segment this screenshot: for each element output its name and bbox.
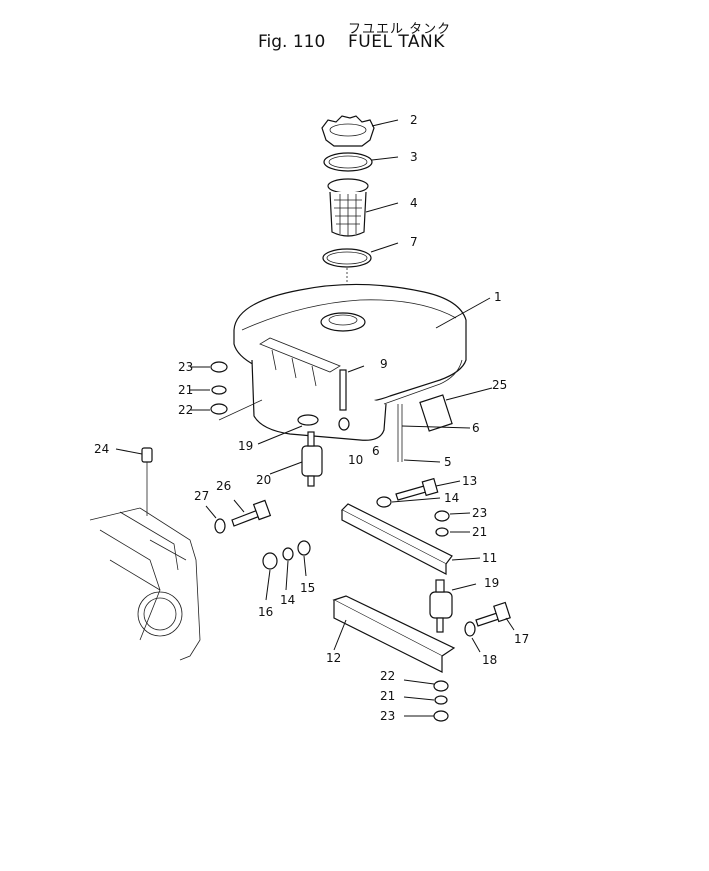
callout-6-right: 6 [472, 421, 480, 435]
callout-18: 18 [482, 653, 497, 667]
callout-22-left: 22 [178, 403, 193, 417]
callout-25: 25 [492, 378, 507, 392]
callout-3: 3 [410, 150, 418, 164]
callout-21-right: 21 [472, 525, 487, 539]
strainer [327, 178, 399, 237]
callout-11: 11 [482, 551, 497, 565]
callout-26: 26 [216, 479, 231, 493]
callout-7: 7 [410, 235, 418, 249]
callout-19-top: 19 [238, 439, 253, 453]
callout-21-left: 21 [178, 383, 193, 397]
callout-20: 20 [256, 473, 271, 487]
callout-2: 2 [410, 113, 418, 127]
callout-17: 17 [514, 632, 529, 646]
callout-labels: 2 3 4 7 1 9 23 21 22 25 6 6 19 10 5 24 2… [94, 113, 529, 723]
callout-24: 24 [94, 442, 109, 456]
callout-19-bottom: 19 [484, 576, 499, 590]
callout-23-left: 23 [178, 360, 193, 374]
o-ring [322, 242, 399, 268]
callout-5: 5 [444, 455, 452, 469]
callout-22-bottom: 22 [380, 669, 395, 683]
callout-12: 12 [326, 651, 341, 665]
mounting-hardware [89, 361, 515, 722]
callout-23-right: 23 [472, 506, 487, 520]
callout-14-left: 14 [280, 593, 295, 607]
cap-gasket [323, 152, 399, 172]
callout-27: 27 [194, 489, 209, 503]
callout-14-right: 14 [444, 491, 459, 505]
title-japanese: フユエル タンク [348, 22, 452, 37]
callout-13: 13 [462, 474, 477, 488]
callout-4: 4 [410, 196, 418, 210]
callout-9: 9 [380, 357, 388, 371]
figure-number: Fig. 110 [258, 32, 326, 52]
figure-title: FUEL TANK [348, 32, 445, 52]
callout-15: 15 [300, 581, 315, 595]
callout-10: 10 [348, 453, 363, 467]
fuel-tank [233, 283, 491, 462]
callout-6-mid: 6 [372, 444, 380, 458]
callout-21-bottom: 21 [380, 689, 395, 703]
callout-23-bottom: 23 [380, 709, 395, 723]
callout-16: 16 [258, 605, 273, 619]
callout-1: 1 [494, 290, 502, 304]
fuel-cap [321, 115, 399, 147]
